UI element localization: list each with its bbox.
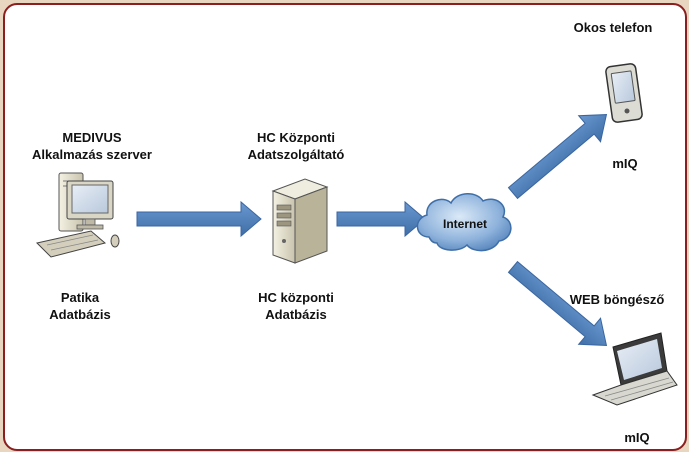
laptop-sub: mIQ	[624, 430, 650, 445]
arrow-internet-to-laptop	[507, 260, 608, 346]
hc-server-sub-line2: Adatbázis	[265, 307, 327, 322]
desktop-computer-icon	[36, 172, 120, 258]
arrow-hc-to-internet	[336, 200, 426, 238]
diagram-frame: MEDIVUS Alkalmazás szerver Patika Adatbá…	[3, 3, 687, 451]
smartphone-title: Okos telefon	[573, 20, 653, 35]
hc-server-title-line1: HC Központi	[257, 130, 335, 145]
server-icon	[271, 178, 329, 264]
app-server-title: MEDIVUS Alkalmazás szerver	[17, 129, 167, 163]
app-server-subtitle: Patika Adatbázis	[25, 289, 135, 323]
laptop-title: WEB böngésző	[569, 292, 665, 307]
hc-server-title: HC Központi Adatszolgáltató	[231, 129, 361, 163]
arrow-app-to-hc	[136, 200, 262, 238]
hc-server-title-line2: Adatszolgáltató	[247, 147, 345, 162]
smartphone-icon	[605, 63, 643, 123]
laptop-icon	[591, 332, 678, 406]
diagram-canvas	[36, 63, 678, 406]
app-server-sub-line2: Adatbázis	[49, 307, 111, 322]
cloud-icon	[416, 193, 512, 252]
internet-label: Internet	[442, 217, 487, 231]
app-server-title-line2: Alkalmazás szerver	[32, 147, 152, 162]
app-server-sub-line1: Patika	[60, 290, 100, 305]
hc-server-sub-line1: HC központi	[258, 290, 334, 305]
hc-server-subtitle: HC központi Adatbázis	[231, 289, 361, 323]
app-server-title-line1: MEDIVUS	[62, 130, 122, 145]
arrow-internet-to-phone	[507, 114, 608, 200]
smartphone-sub: mIQ	[612, 156, 638, 171]
